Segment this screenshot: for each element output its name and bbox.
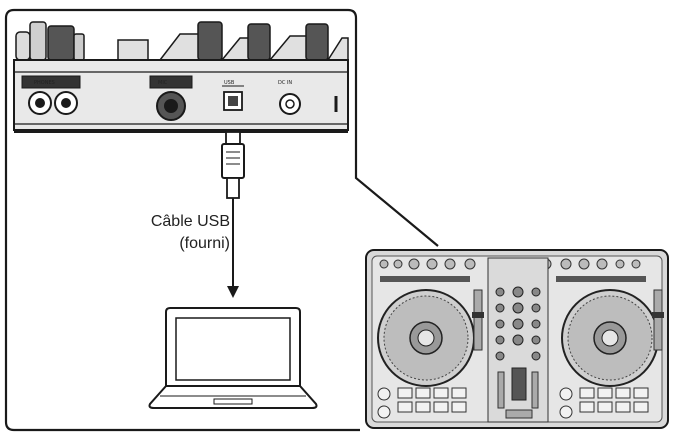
rear-panel-closeup: PHONES MIC USB DC IN — [13, 21, 349, 133]
arrow-down-icon — [227, 286, 239, 298]
cable-label-line1: Câble USB — [150, 213, 230, 230]
cable-label-line2: (fourni) — [179, 235, 230, 252]
jack-label-phones: PHONES — [34, 80, 55, 86]
laptop-icon — [148, 307, 318, 409]
dj-controller-icon — [365, 249, 669, 429]
jack-label-mic: MIC — [158, 80, 168, 86]
jack-label-dc-in: DC IN — [278, 80, 292, 86]
zoom-callout-frame — [4, 8, 439, 432]
jack-label-usb: USB — [224, 80, 235, 86]
usb-plug-icon — [221, 131, 245, 199]
